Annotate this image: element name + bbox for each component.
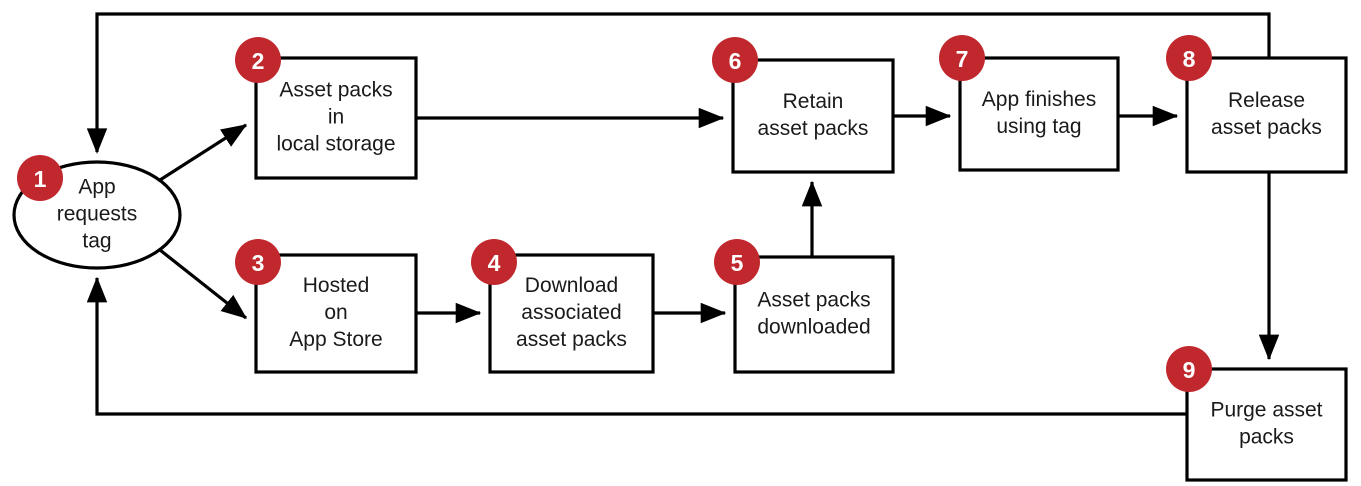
step-badge-4: 4	[471, 239, 517, 285]
badge-layer: 1 2 3 4 5 6 7 8 9	[17, 35, 1212, 392]
step-badge-8: 8	[1166, 35, 1212, 81]
step-badge-7: 7	[939, 35, 985, 81]
node-label-line: on	[324, 301, 347, 324]
badge-number: 5	[731, 250, 744, 276]
node-shape-rect	[1185, 56, 1348, 174]
badge-circle-icon	[712, 37, 758, 83]
node-label-line: in	[328, 106, 344, 129]
step-badge-6: 6	[712, 37, 758, 83]
node-label-line: tag	[82, 230, 111, 253]
node-label-line: requests	[57, 203, 138, 226]
badge-circle-icon	[17, 155, 63, 201]
node-label-line: App	[78, 176, 115, 199]
badge-circle-icon	[235, 37, 281, 83]
node-label-line: asset packs	[1211, 116, 1322, 139]
node-n9[interactable]: Purge asset packs	[1185, 367, 1348, 482]
node-label-line: asset packs	[758, 117, 869, 140]
badge-circle-icon	[471, 239, 517, 285]
badge-circle-icon	[1166, 35, 1212, 81]
node-label-line: App Store	[289, 328, 382, 351]
node-label-line: packs	[1239, 426, 1294, 449]
node-label-line: Retain	[783, 90, 844, 113]
node-n6[interactable]: Retain asset packs	[731, 58, 895, 174]
node-n7[interactable]: App finishes using tag	[958, 56, 1120, 172]
node-shape-rect	[733, 255, 895, 374]
connector-release-loop-top-feedback	[86, 12, 1271, 154]
node-label-line: Asset packs	[757, 289, 870, 312]
badge-number: 6	[729, 48, 742, 74]
connector-purge-back-to-app-requests-tag	[86, 276, 1187, 416]
node-label-line: asset packs	[516, 328, 627, 351]
step-badge-5: 5	[714, 239, 760, 285]
step-badge-9: 9	[1166, 346, 1212, 392]
step-badge-3: 3	[235, 239, 281, 285]
badge-circle-icon	[1166, 346, 1212, 392]
badge-number: 3	[252, 250, 265, 276]
node-shape-rect	[731, 58, 895, 174]
connector-app-requests-tag-to-local-storage	[159, 123, 248, 182]
badge-number: 4	[488, 250, 501, 276]
edge-layer	[86, 12, 1280, 416]
badge-number: 8	[1183, 46, 1196, 72]
badge-circle-icon	[714, 239, 760, 285]
node-n5[interactable]: Asset packs downloaded	[733, 255, 895, 374]
step-badge-1: 1	[17, 155, 63, 201]
node-label-line: Asset packs	[279, 79, 392, 102]
node-shape-rect	[1185, 367, 1348, 482]
node-n2[interactable]: Asset packs in local storage	[254, 56, 418, 180]
node-label-line: using tag	[996, 115, 1081, 138]
node-shape-rect	[488, 253, 655, 374]
badge-circle-icon	[235, 239, 281, 285]
node-label-line: Purge asset	[1210, 399, 1322, 422]
connector-app-requests-tag-to-hosted-on-app-store	[159, 248, 248, 320]
node-label-line: App finishes	[982, 88, 1096, 111]
node-label-line: Release	[1228, 89, 1305, 112]
badge-number: 1	[34, 166, 47, 192]
badge-number: 2	[252, 48, 265, 74]
node-label-line: associated	[521, 301, 621, 324]
node-label-line: local storage	[276, 133, 395, 156]
node-shape-rect	[254, 253, 418, 374]
node-label-line: Hosted	[303, 274, 370, 297]
node-label-line: downloaded	[757, 316, 870, 339]
node-label-line: Download	[525, 274, 618, 297]
node-n8[interactable]: Release asset packs	[1185, 56, 1348, 174]
node-n4[interactable]: Download associated asset packs	[488, 253, 655, 374]
badge-number: 7	[956, 46, 969, 72]
badge-number: 9	[1183, 357, 1196, 383]
node-shape-rect	[254, 56, 418, 180]
node-shape-rect	[958, 56, 1120, 172]
step-badge-2: 2	[235, 37, 281, 83]
badge-circle-icon	[939, 35, 985, 81]
